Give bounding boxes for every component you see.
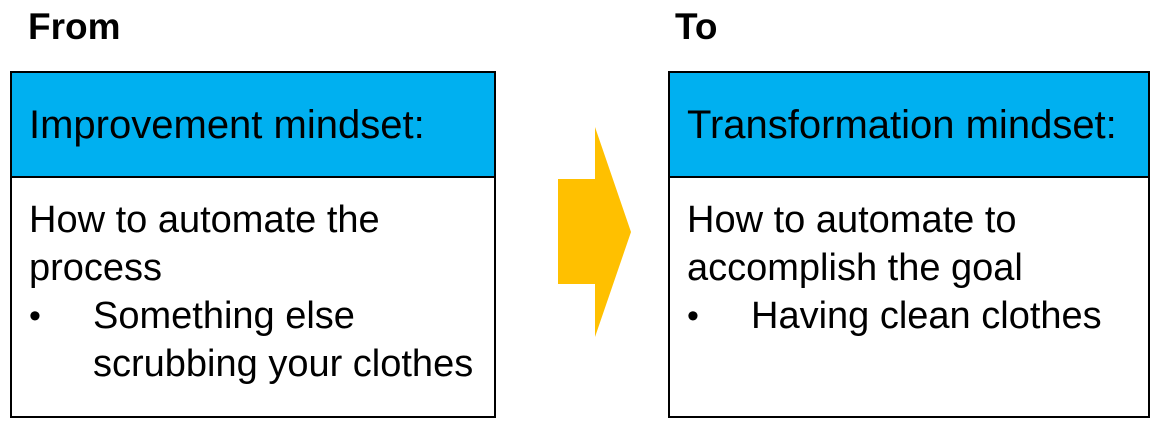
transformation-body-text: How to automate to accomplish the goal bbox=[687, 199, 1023, 289]
improvement-bullet-item: • Something else scrubbing your clothes bbox=[29, 292, 484, 388]
transformation-mindset-box: Transformation mindset: How to automate … bbox=[668, 71, 1150, 418]
right-block-arrow-icon bbox=[558, 127, 631, 337]
transformation-bullet-text: Having clean clothes bbox=[751, 295, 1102, 337]
improvement-mindset-header: Improvement mindset: bbox=[12, 73, 494, 178]
improvement-mindset-box: Improvement mindset: How to automate the… bbox=[10, 71, 496, 418]
bullet-icon: • bbox=[687, 297, 699, 335]
from-label: From bbox=[28, 6, 121, 47]
improvement-mindset-body: How to automate the process • Something … bbox=[12, 178, 494, 388]
bullet-icon: • bbox=[29, 297, 41, 335]
transformation-mindset-body: How to automate to accomplish the goal •… bbox=[670, 178, 1148, 340]
transformation-mindset-header: Transformation mindset: bbox=[670, 73, 1148, 178]
improvement-body-text: How to automate the process bbox=[29, 199, 380, 289]
improvement-bullet-text: Something else scrubbing your clothes bbox=[93, 295, 474, 385]
to-label: To bbox=[675, 6, 718, 47]
transformation-bullet-item: • Having clean clothes bbox=[687, 292, 1138, 340]
